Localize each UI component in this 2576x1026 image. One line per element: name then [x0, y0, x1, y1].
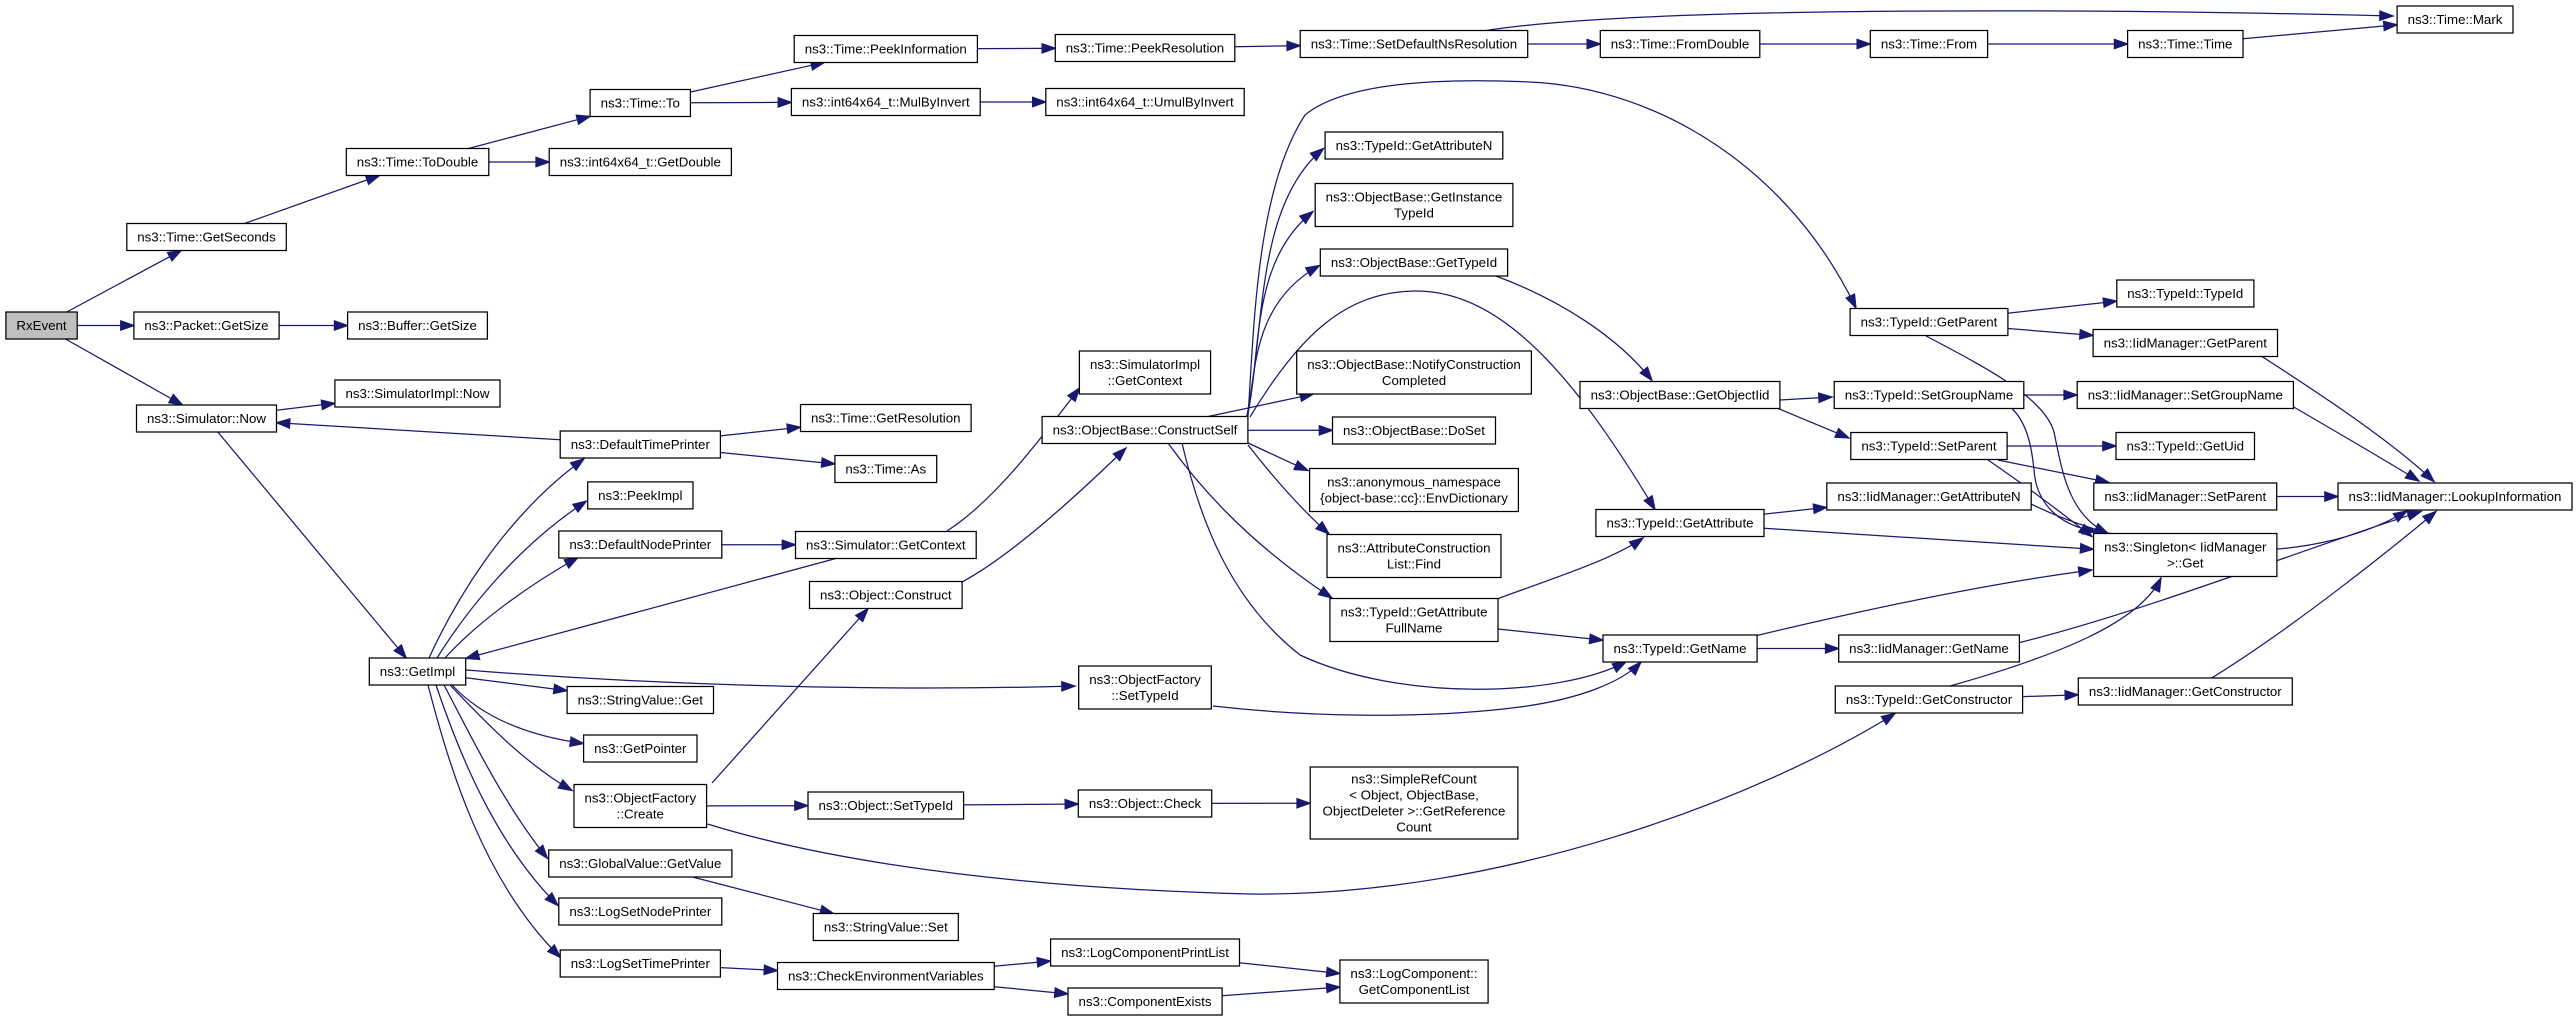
svg-text:::Create: ::Create	[617, 807, 664, 822]
svg-text:ns3::TypeId::GetParent: ns3::TypeId::GetParent	[1861, 315, 1998, 330]
svg-text:ns3::anonymous_namespace: ns3::anonymous_namespace	[1327, 475, 1501, 490]
svg-text:ns3::ObjectBase::GetTypeId: ns3::ObjectBase::GetTypeId	[1331, 255, 1497, 270]
svg-text:ns3::Packet::GetSize: ns3::Packet::GetSize	[144, 318, 268, 333]
svg-text:::SetTypeId: ::SetTypeId	[1111, 688, 1178, 703]
svg-text:ns3::TypeId::GetUid: ns3::TypeId::GetUid	[2127, 439, 2245, 454]
svg-text:GetComponentList: GetComponentList	[1359, 982, 1470, 997]
svg-text:ns3::TypeId::GetAttribute: ns3::TypeId::GetAttribute	[1340, 605, 1487, 620]
svg-text:ns3::StringValue::Get: ns3::StringValue::Get	[578, 693, 704, 708]
svg-text:ns3::Object::Construct: ns3::Object::Construct	[820, 588, 952, 603]
svg-text:ns3::Buffer::GetSize: ns3::Buffer::GetSize	[358, 318, 477, 333]
svg-text:FullName: FullName	[1386, 621, 1443, 636]
svg-text:List::Find: List::Find	[1387, 557, 1441, 572]
svg-text:ns3::Time::Time: ns3::Time::Time	[2138, 37, 2232, 52]
svg-text:ns3::StringValue::Set: ns3::StringValue::Set	[824, 920, 948, 935]
svg-text:ns3::int64x64_t::UmulByInvert: ns3::int64x64_t::UmulByInvert	[1056, 95, 1234, 110]
svg-text:RxEvent: RxEvent	[16, 318, 67, 333]
svg-text:ns3::SimulatorImpl::Now: ns3::SimulatorImpl::Now	[345, 386, 489, 401]
svg-text:ns3::ObjectFactory: ns3::ObjectFactory	[1089, 672, 1201, 687]
svg-text:ns3::ObjectBase::GetInstance: ns3::ObjectBase::GetInstance	[1326, 190, 1503, 205]
svg-text:ns3::IidManager::LookupInforma: ns3::IidManager::LookupInformation	[2349, 489, 2562, 504]
svg-text:ns3::Simulator::GetContext: ns3::Simulator::GetContext	[806, 538, 966, 553]
svg-text:::GetContext: ::GetContext	[1108, 373, 1183, 388]
svg-text:Count: Count	[1396, 820, 1432, 835]
svg-text:ns3::Time::GetSeconds: ns3::Time::GetSeconds	[137, 230, 276, 245]
svg-text:ns3::LogSetNodePrinter: ns3::LogSetNodePrinter	[569, 904, 711, 919]
svg-text:ns3::int64x64_t::GetDouble: ns3::int64x64_t::GetDouble	[560, 155, 721, 170]
svg-text:ns3::ObjectFactory: ns3::ObjectFactory	[585, 791, 697, 806]
svg-text:ns3::DefaultTimePrinter: ns3::DefaultTimePrinter	[571, 437, 711, 452]
svg-text:ns3::int64x64_t::MulByInvert: ns3::int64x64_t::MulByInvert	[802, 95, 970, 110]
svg-text:TypeId: TypeId	[1394, 206, 1434, 221]
svg-text:ns3::Time::To: ns3::Time::To	[601, 96, 680, 111]
svg-text:ns3::ObjectBase::ConstructSelf: ns3::ObjectBase::ConstructSelf	[1053, 423, 1238, 438]
svg-text:ns3::DefaultNodePrinter: ns3::DefaultNodePrinter	[569, 537, 711, 552]
svg-text:ns3::IidManager::GetParent: ns3::IidManager::GetParent	[2104, 336, 2268, 351]
svg-text:< Object, ObjectBase,: < Object, ObjectBase,	[1349, 788, 1479, 803]
svg-text:ns3::Simulator::Now: ns3::Simulator::Now	[147, 411, 266, 426]
svg-text:ns3::GetPointer: ns3::GetPointer	[594, 741, 687, 756]
svg-text:ns3::Time::ToDouble: ns3::Time::ToDouble	[357, 155, 478, 170]
svg-text:ns3::TypeId::GetName: ns3::TypeId::GetName	[1613, 641, 1746, 656]
svg-text:ns3::SimulatorImpl: ns3::SimulatorImpl	[1090, 357, 1200, 372]
svg-text:ns3::IidManager::SetParent: ns3::IidManager::SetParent	[2104, 489, 2266, 504]
svg-text:ns3::AttributeConstruction: ns3::AttributeConstruction	[1338, 541, 1491, 556]
svg-text:{object-base::cc}::EnvDictiona: {object-base::cc}::EnvDictionary	[1320, 491, 1508, 506]
svg-text:ns3::ObjectBase::NotifyConstru: ns3::ObjectBase::NotifyConstruction	[1307, 357, 1521, 372]
svg-text:ns3::SimpleRefCount: ns3::SimpleRefCount	[1351, 772, 1477, 787]
svg-text:ns3::Time::PeekResolution: ns3::Time::PeekResolution	[1066, 41, 1224, 56]
svg-text:ns3::GetImpl: ns3::GetImpl	[380, 664, 455, 679]
svg-text:ns3::Time::FromDouble: ns3::Time::FromDouble	[1611, 37, 1749, 52]
svg-text:ns3::IidManager::GetAttributeN: ns3::IidManager::GetAttributeN	[1837, 489, 2020, 504]
svg-text:ns3::CheckEnvironmentVariables: ns3::CheckEnvironmentVariables	[788, 969, 984, 984]
svg-text:ns3::TypeId::GetAttribute: ns3::TypeId::GetAttribute	[1606, 516, 1753, 531]
svg-text:ns3::ComponentExists: ns3::ComponentExists	[1078, 994, 1211, 1009]
svg-text:ns3::Time::PeekInformation: ns3::Time::PeekInformation	[805, 42, 967, 57]
svg-text:ns3::Singleton< IidManager: ns3::Singleton< IidManager	[2104, 540, 2267, 555]
svg-text:ns3::Object::Check: ns3::Object::Check	[1089, 796, 1202, 811]
svg-text:ns3::Time::SetDefaultNsResolut: ns3::Time::SetDefaultNsResolution	[1311, 37, 1517, 52]
svg-text:ns3::IidManager::SetGroupName: ns3::IidManager::SetGroupName	[2088, 388, 2283, 403]
svg-text:ns3::PeekImpl: ns3::PeekImpl	[598, 488, 682, 503]
svg-text:ns3::GlobalValue::GetValue: ns3::GlobalValue::GetValue	[559, 856, 721, 871]
svg-text:ns3::ObjectBase::DoSet: ns3::ObjectBase::DoSet	[1343, 423, 1485, 438]
svg-text:ns3::Time::From: ns3::Time::From	[1881, 37, 1977, 52]
svg-text:ns3::LogComponent::: ns3::LogComponent::	[1350, 966, 1477, 981]
svg-text:Completed: Completed	[1382, 373, 1446, 388]
svg-text:ns3::Time::Mark: ns3::Time::Mark	[2408, 12, 2503, 27]
svg-text:ns3::LogSetTimePrinter: ns3::LogSetTimePrinter	[571, 956, 711, 971]
svg-text:ns3::Time::As: ns3::Time::As	[845, 462, 926, 477]
svg-text:ns3::IidManager::GetName: ns3::IidManager::GetName	[1849, 641, 2009, 656]
svg-text:ns3::TypeId::TypeId: ns3::TypeId::TypeId	[2127, 286, 2243, 301]
svg-text:ns3::Time::GetResolution: ns3::Time::GetResolution	[811, 411, 961, 426]
svg-text:ns3::TypeId::SetGroupName: ns3::TypeId::SetGroupName	[1845, 388, 2014, 403]
svg-text:ns3::TypeId::GetAttributeN: ns3::TypeId::GetAttributeN	[1336, 138, 1493, 153]
svg-text:ns3::TypeId::GetConstructor: ns3::TypeId::GetConstructor	[1846, 692, 2013, 707]
svg-text:ns3::TypeId::SetParent: ns3::TypeId::SetParent	[1861, 439, 1997, 454]
svg-text:>::Get: >::Get	[2167, 556, 2204, 571]
svg-text:ns3::LogComponentPrintList: ns3::LogComponentPrintList	[1061, 945, 1229, 960]
svg-text:ObjectDeleter >::GetReference: ObjectDeleter >::GetReference	[1323, 804, 1506, 819]
svg-text:ns3::ObjectBase::GetObjectIid: ns3::ObjectBase::GetObjectIid	[1591, 388, 1770, 403]
svg-text:ns3::Object::SetTypeId: ns3::Object::SetTypeId	[819, 798, 954, 813]
svg-text:ns3::IidManager::GetConstructo: ns3::IidManager::GetConstructor	[2089, 684, 2282, 699]
